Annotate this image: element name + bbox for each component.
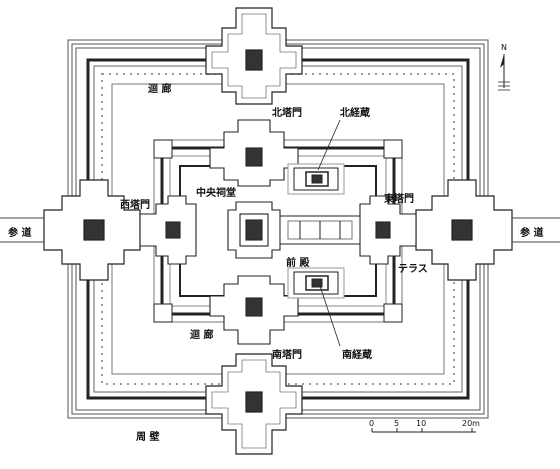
outer-north-gate [205, 7, 303, 105]
scale-tick-20m: 20m [462, 419, 480, 428]
approach-causeways [0, 217, 560, 243]
label-south-library: 南経蔵 [342, 348, 372, 361]
label-approach-right: 参 道 [520, 226, 543, 239]
leader-lines [317, 119, 341, 347]
label-south-gate: 南塔門 [272, 348, 302, 361]
label-north-gate: 北塔門 [272, 106, 302, 119]
label-central-sanctuary: 中央祠堂 [196, 186, 236, 199]
scale-bar: 0 5 10 20m [369, 419, 480, 433]
label-east-gate: 東塔門 [384, 192, 414, 205]
label-corridor-inner: 迴 廊 [189, 328, 213, 341]
central-sanctuary [227, 201, 281, 259]
outer-east-gate [415, 179, 513, 281]
label-west-gate: 西塔門 [120, 198, 150, 211]
south-library [287, 267, 345, 299]
label-approach-left: 参 道 [8, 226, 31, 239]
north-library [287, 163, 345, 195]
inner-east-gate [359, 195, 417, 265]
label-front-hall: 前 殿 [286, 256, 310, 269]
label-north-library: 北経蔵 [340, 106, 370, 119]
north-letter: N [501, 43, 507, 52]
inner-north-gate [209, 119, 299, 187]
outer-west-gate [43, 179, 141, 281]
inner-corner-towers [153, 139, 403, 323]
inner-south-gate [209, 275, 299, 345]
scale-tick-5: 5 [394, 419, 399, 428]
label-corridor-outer: 迴 廊 [147, 82, 171, 95]
label-enclosure-wall: 周 壁 [136, 430, 159, 443]
outer-south-gate [205, 353, 303, 455]
scale-tick-10: 10 [416, 419, 426, 428]
scale-tick-0: 0 [369, 419, 374, 428]
inner-west-gate [139, 195, 197, 265]
front-hall [279, 215, 361, 245]
label-terrace: テラス [398, 263, 428, 275]
north-arrow-icon: N [498, 43, 510, 91]
